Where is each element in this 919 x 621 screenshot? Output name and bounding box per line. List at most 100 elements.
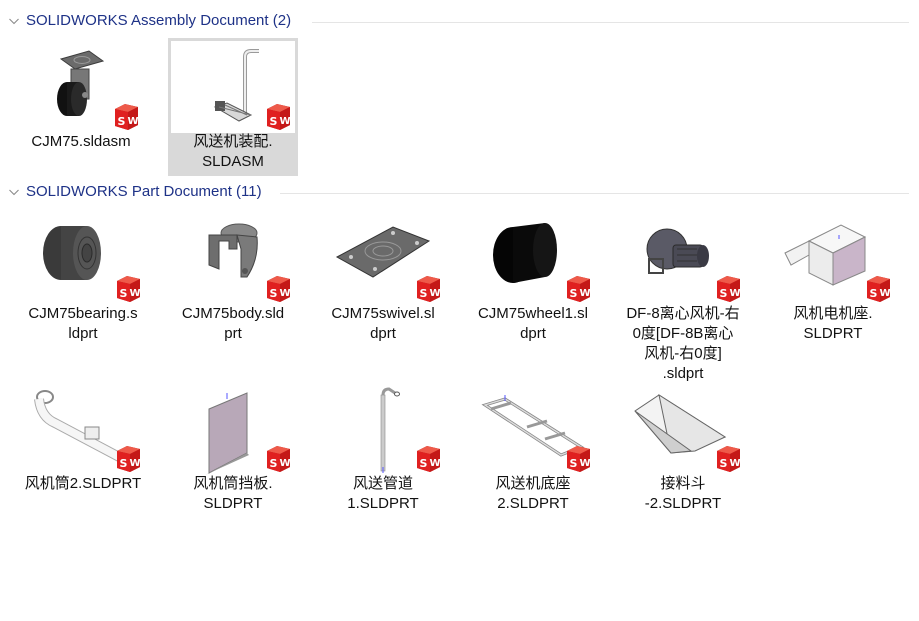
svg-text:S: S [120, 287, 128, 300]
file-thumbnail [19, 41, 143, 133]
svg-text:W: W [729, 288, 740, 299]
file-name: 风送机装配. SLDASM [168, 132, 298, 172]
blower-assembly-thumbnail [213, 49, 259, 122]
file-name-line: 1.SLDPRT [347, 495, 419, 512]
svg-text:W: W [279, 288, 290, 299]
solidworks-icon: S W [563, 273, 593, 303]
file-name-line: prt [224, 325, 242, 342]
svg-text:W: W [579, 288, 590, 299]
file-thumbnail [771, 213, 895, 305]
caster-assembly-thumbnail [57, 50, 105, 116]
solidworks-icon: S W [263, 273, 293, 303]
centrifugal-fan-thumbnail [646, 228, 709, 274]
file-item[interactable]: S W 风送机装配. SLDASM [168, 38, 298, 176]
svg-text:S: S [120, 457, 128, 470]
group-header-part[interactable]: SOLIDWORKS Part Document (11) [0, 182, 919, 204]
file-name-line: dprt [370, 325, 396, 342]
group-divider [280, 193, 909, 194]
group-title: SOLIDWORKS Assembly Document (2) [26, 12, 292, 29]
solidworks-icon: S W [263, 101, 293, 131]
bearing-thumbnail [43, 226, 101, 280]
file-thumbnail [321, 383, 445, 475]
file-name-line: SLDPRT [803, 325, 863, 342]
group-divider [312, 22, 909, 23]
solidworks-icon: S W [413, 273, 443, 303]
file-item[interactable]: S W CJM75bearing.s ldprt [18, 210, 148, 348]
solidworks-icon: S W [111, 101, 141, 131]
file-thumbnail [471, 213, 595, 305]
group-header-assembly[interactable]: SOLIDWORKS Assembly Document (2) [0, 11, 919, 33]
svg-text:S: S [420, 287, 428, 300]
file-name-line: 风机-右0度] [644, 345, 722, 362]
svg-text:S: S [570, 287, 578, 300]
file-name-line: ldprt [68, 325, 98, 342]
solidworks-icon: S W [713, 273, 743, 303]
file-name-line: 风机筒2.SLDPRT [24, 475, 142, 492]
solidworks-icon: S W [113, 443, 143, 473]
swivel-plate-thumbnail [335, 226, 431, 278]
file-thumbnail [171, 383, 295, 475]
svg-text:S: S [870, 287, 878, 300]
file-item[interactable]: S W 风机电机座. SLDPRT [768, 210, 898, 348]
file-thumbnail [171, 213, 295, 305]
file-name-line: CJM75swivel.sl [331, 305, 435, 322]
solidworks-icon: S W [113, 273, 143, 303]
file-name-line: CJM75bearing.s [28, 305, 138, 322]
hopper-thumbnail [634, 393, 727, 454]
file-item[interactable]: S W 风机筒挡板.SLDPRT [168, 380, 298, 518]
file-name: CJM75swivel.sl dprt [318, 304, 448, 344]
file-name-line: 风送机底座 [495, 475, 571, 492]
file-name: 接料斗 -2.SLDPRT [618, 474, 748, 514]
svg-text:W: W [129, 458, 140, 469]
svg-text:W: W [279, 116, 290, 127]
svg-text:W: W [127, 116, 138, 127]
svg-text:S: S [270, 115, 278, 128]
file-item[interactable]: S W CJM75wheel1.sl dprt [468, 210, 598, 348]
file-name: CJM75bearing.s ldprt [18, 304, 148, 344]
solidworks-icon: S W [413, 443, 443, 473]
file-item[interactable]: S W CJM75body.sld prt [168, 210, 298, 348]
file-name-line: -2.SLDPRT [644, 495, 722, 512]
file-name-line: 风送机装配. [193, 133, 273, 150]
file-name-line: SLDASM [202, 153, 264, 170]
file-item[interactable]: S W 接料斗-2.SLDPRT [618, 380, 748, 518]
file-name-line: DF-8离心风机-右 [626, 305, 740, 322]
file-name: 风机筒挡板. SLDPRT [168, 474, 298, 514]
svg-text:S: S [420, 457, 428, 470]
svg-text:W: W [579, 458, 590, 469]
motor-base-thumbnail [784, 224, 867, 286]
file-name: 风机筒2.SLDPRT [18, 474, 148, 494]
svg-text:W: W [879, 288, 890, 299]
file-name-line: 0度[DF-8B离心 [632, 325, 734, 342]
svg-text:W: W [429, 458, 440, 469]
file-name-line: 风机电机座. [793, 305, 873, 322]
file-name-line: SLDPRT [203, 495, 263, 512]
svg-text:W: W [129, 288, 140, 299]
file-item[interactable]: S W CJM75.sldasm [16, 38, 146, 156]
file-thumbnail [621, 383, 745, 475]
file-name-line: CJM75body.sld [181, 305, 285, 322]
svg-text:W: W [429, 288, 440, 299]
solidworks-icon: S W [863, 273, 893, 303]
file-item[interactable]: S W CJM75swivel.sl dprt [318, 210, 448, 348]
svg-text:S: S [570, 457, 578, 470]
file-name-line: 风机筒挡板. [193, 475, 273, 492]
chevron-down-icon[interactable] [8, 186, 20, 198]
file-item[interactable]: S W 风机筒2.SLDPRT [18, 380, 148, 498]
file-name: CJM75body.sld prt [168, 304, 298, 344]
baffle-plate-thumbnail [205, 392, 249, 475]
file-name-line: CJM75wheel1.sl [477, 305, 589, 322]
chevron-down-icon[interactable] [8, 15, 20, 27]
file-name: CJM75.sldasm [16, 132, 146, 152]
file-name-line: dprt [520, 325, 546, 342]
fan-duct-thumbnail [34, 390, 126, 464]
group-title: SOLIDWORKS Part Document (11) [26, 183, 262, 200]
file-name-line: 接料斗 [660, 475, 706, 492]
file-thumbnail [21, 213, 145, 305]
